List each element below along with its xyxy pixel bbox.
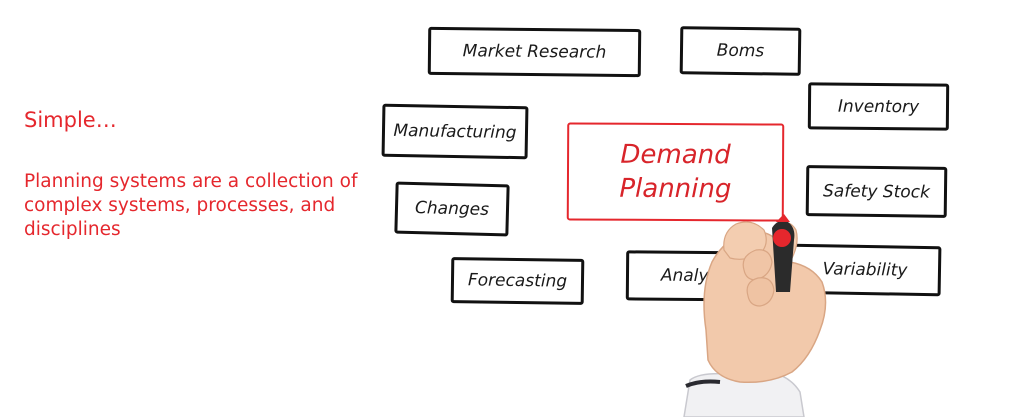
slide-heading: Simple… xyxy=(24,108,117,132)
hand-palm xyxy=(703,231,827,384)
slide-text-block: Simple… Planning systems are a collectio… xyxy=(24,108,384,242)
hand-finger xyxy=(746,277,775,307)
jacket-edge xyxy=(685,379,721,388)
slide-body-text: Planning systems are a collection of com… xyxy=(24,171,358,240)
marker-tip xyxy=(776,214,790,222)
hand-finger xyxy=(742,249,773,281)
marker-cap xyxy=(773,229,791,247)
